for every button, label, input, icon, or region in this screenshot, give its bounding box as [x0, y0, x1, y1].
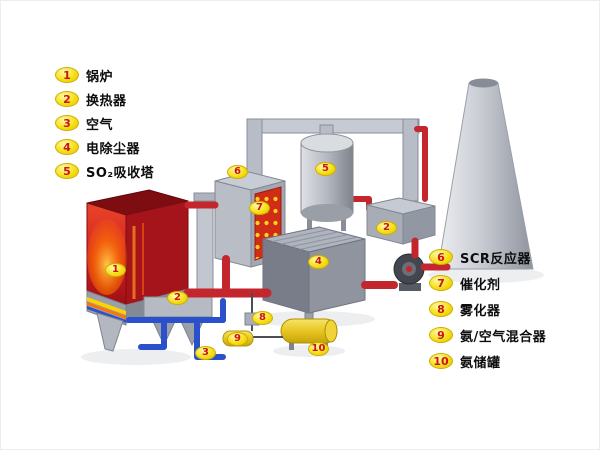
legend-label-boiler: 锅炉: [86, 69, 114, 85]
legend-item-mixer: 9 氨/空气混合器: [429, 327, 547, 345]
legend-badge-8: 8: [429, 301, 453, 317]
legend-label-catalyst: 催化剂: [460, 277, 501, 293]
boiler: [86, 189, 189, 306]
legend-badge-10: 10: [429, 353, 453, 369]
electrostatic-precipitator: [262, 226, 366, 314]
legend-item-catalyst: 7 催化剂: [429, 275, 546, 293]
diagram-badge-atomizer: 8: [252, 311, 273, 325]
legend-badge-5: 5: [55, 163, 79, 179]
ammonia-lines: [251, 293, 283, 338]
legend-badge-3: 3: [55, 115, 79, 131]
diagram-badge-heat-exchanger-right: 2: [376, 221, 397, 235]
legend-item-atomizer: 8 雾化器: [429, 301, 546, 319]
legend-label-atomizer: 雾化器: [460, 303, 501, 319]
legend-label-esp: 电除尘器: [86, 141, 141, 157]
legend-badge-2: 2: [55, 91, 79, 107]
legend-item-scr-reactor: 6 SCR反应器: [429, 249, 546, 267]
legend-badge-7: 7: [429, 275, 453, 291]
legend-label-heat-exchanger: 换热器: [86, 93, 127, 109]
legend-label-scr-reactor: SCR反应器: [460, 251, 531, 267]
heat-exchanger-right: [366, 197, 436, 245]
diagram-badge-so2-tower: 5: [315, 162, 336, 176]
diagram-badge-air: 3: [195, 346, 216, 360]
diagram-badge-mixer: 9: [227, 332, 248, 346]
legend-item-esp: 4 电除尘器: [55, 139, 154, 157]
diagram-badge-catalyst: 7: [249, 201, 270, 215]
legend-label-so2-tower: SO₂吸收塔: [86, 165, 155, 181]
legend-label-air: 空气: [86, 117, 114, 133]
so2-absorber-tower: [300, 133, 354, 231]
diagram-badge-ammonia-tank: 10: [308, 342, 329, 356]
legend-left: 1 锅炉 2 换热器 3 空气 4 电除尘器 5 SO₂吸收塔: [55, 67, 155, 181]
legend-item-heat-exchanger: 2 换热器: [55, 91, 154, 109]
diagram-badge-scr-reactor: 6: [227, 165, 248, 179]
diagram-badge-esp: 4: [308, 255, 329, 269]
legend-badge-9: 9: [429, 327, 453, 343]
legend-item-so2-tower: 5 SO₂吸收塔: [55, 163, 155, 181]
flue-gas-pipes-red: [183, 201, 451, 298]
legend-item-boiler: 1 锅炉: [55, 67, 154, 85]
legend-item-ammonia-tank: 10 氨储罐: [429, 353, 546, 371]
legend-badge-4: 4: [55, 139, 79, 155]
induced-draft-fan: [393, 253, 425, 291]
legend-label-mixer: 氨/空气混合器: [460, 329, 547, 345]
legend-right: 6 SCR反应器 7 催化剂 8 雾化器 9 氨/空气混合器 10 氨储罐: [429, 249, 547, 371]
chimney: [437, 78, 534, 270]
legend-label-ammonia-tank: 氨储罐: [460, 355, 501, 371]
legend-badge-1: 1: [55, 67, 79, 83]
legend-item-air: 3 空气: [55, 115, 154, 133]
diagram-badge-heat-exchanger-left: 2: [167, 291, 188, 305]
legend-badge-6: 6: [429, 249, 453, 265]
diagram-badge-boiler: 1: [105, 263, 126, 277]
